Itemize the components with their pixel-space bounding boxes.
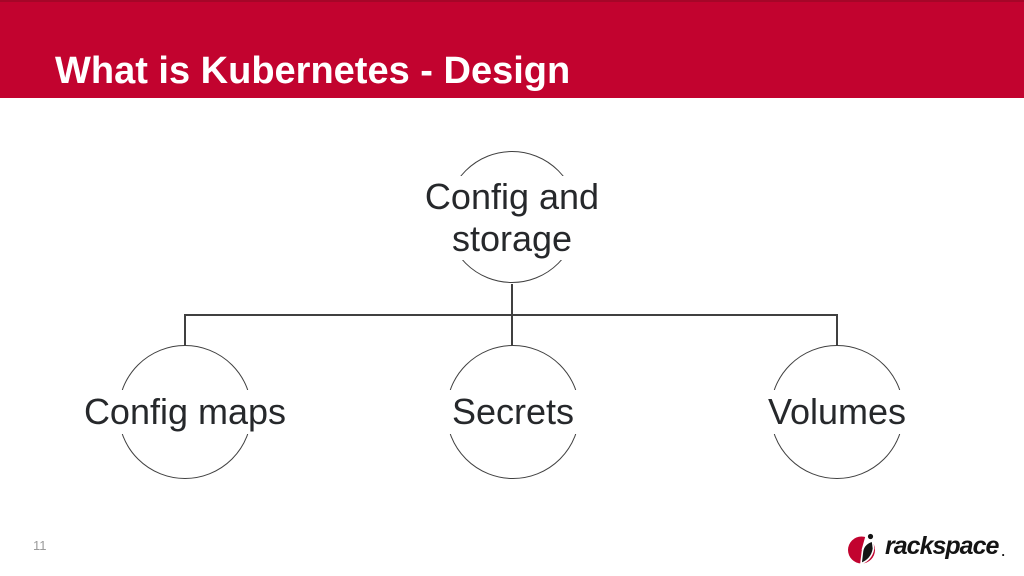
- rackspace-logo: rackspace .: [846, 530, 1005, 566]
- node-label-config-maps: Config maps: [63, 390, 307, 434]
- connector-stub-left: [184, 314, 186, 346]
- node-label-volumes: Volumes: [753, 390, 921, 434]
- rackspace-logo-icon: [846, 530, 882, 566]
- node-label-secrets: Secrets: [438, 390, 588, 434]
- node-label-root: Config and storage: [402, 176, 622, 260]
- rackspace-logo-registered-mark: .: [1001, 544, 1005, 559]
- connector-horizontal: [184, 314, 837, 316]
- connector-root-stem: [511, 284, 513, 315]
- rackspace-logo-text: rackspace: [885, 531, 999, 560]
- slide-title: What is Kubernetes - Design: [55, 50, 571, 92]
- page-number: 11: [33, 538, 47, 553]
- connector-stub-middle: [511, 314, 513, 346]
- slide-header: What is Kubernetes - Design: [0, 0, 1024, 98]
- connector-stub-right: [836, 314, 838, 346]
